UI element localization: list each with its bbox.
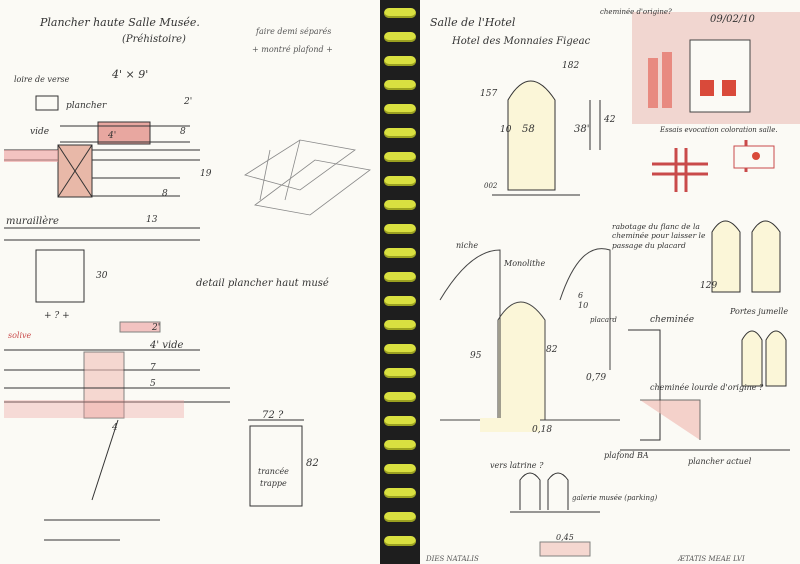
dim-82-right: 82 xyxy=(546,345,558,355)
label-trappe: trappe xyxy=(260,479,287,488)
dim-72: 72 ? xyxy=(262,410,284,421)
color-study xyxy=(632,12,800,124)
spiral-ring xyxy=(384,248,416,258)
right-title1: Salle de l'Hotel xyxy=(430,16,516,29)
beam-section-sketch xyxy=(4,95,200,303)
dim-10b: 10 xyxy=(578,301,588,310)
label-rabotage: rabotage du flanc de la cheminée pour la… xyxy=(612,222,706,250)
label-solive: solive xyxy=(8,331,32,340)
label-portes: Portes jumelle xyxy=(729,307,788,316)
left-title: Plancher haute Salle Musée. xyxy=(39,16,200,29)
dim-6: 6 xyxy=(578,291,583,300)
spiral-ring xyxy=(384,272,416,282)
dim-8b: 8 xyxy=(162,189,168,199)
label-monolithe: Monolithe xyxy=(503,259,545,268)
date: 09/02/10 xyxy=(710,14,756,25)
spiral-ring xyxy=(384,152,416,162)
spiral-ring xyxy=(384,224,416,234)
caption-essais: Essais evocation coloration salle. xyxy=(659,126,778,134)
label-galerie: galerie musée (parking) xyxy=(572,494,657,502)
spiral-ring xyxy=(384,32,416,42)
dim-8a: 8 xyxy=(180,127,186,137)
left-subtitle: (Préhistoire) xyxy=(122,34,186,45)
label-plancher: plancher xyxy=(66,101,107,111)
dim-95: 95 xyxy=(470,351,482,361)
ceiling-detail-sketch xyxy=(4,321,230,541)
label-vide: vide xyxy=(30,127,49,137)
spiral-ring xyxy=(384,176,416,186)
perspective-sketch xyxy=(244,139,371,216)
room-perspective-sketch xyxy=(439,248,620,432)
gallery-sketch xyxy=(510,472,600,557)
dim-38: 38' xyxy=(574,124,589,135)
spiral-ring xyxy=(384,464,416,474)
dim-2b: 2' xyxy=(151,323,160,333)
dim-4b: 4 xyxy=(111,423,118,433)
dim-42: 42 xyxy=(603,115,616,125)
label-cheminee-origine: cheminée d'origine? xyxy=(600,8,672,16)
spiral-ring xyxy=(384,296,416,306)
spiral-ring xyxy=(384,416,416,426)
right-title2: Hotel des Monnaies Figeac xyxy=(451,36,591,47)
label-poutre: loire de verse xyxy=(14,75,70,84)
spiral-ring xyxy=(384,200,416,210)
spiral-rings xyxy=(380,0,420,564)
spiral-ring xyxy=(384,368,416,378)
spiral-ring xyxy=(384,488,416,498)
label-vers-latrine: vers latrine ? xyxy=(490,461,544,470)
spiral-ring xyxy=(384,104,416,114)
note-top: faire demi séparés xyxy=(255,27,331,36)
dim-2: 2' xyxy=(183,97,192,107)
dim-section: 4' × 9' xyxy=(111,68,148,81)
trappe-sketch xyxy=(248,419,304,507)
right-footer: ÆTATIS MEAE LVI xyxy=(677,555,745,563)
question-mark: + ? + xyxy=(44,311,70,321)
dim-002: 002 xyxy=(484,182,498,190)
note-detail: detail plancher haut musé xyxy=(196,278,329,289)
spiral-ring xyxy=(384,320,416,330)
dim-10: 10 xyxy=(500,125,512,135)
dim-4: 4' xyxy=(107,131,116,141)
note-sub: + montré plafond + xyxy=(252,45,333,54)
label-rabotage-wrapper: rabotage du flanc de la cheminée pour la… xyxy=(612,222,706,250)
dim-157: 157 xyxy=(480,89,497,99)
dim-vide: 4' vide xyxy=(149,340,184,351)
dim-129: 129 xyxy=(700,281,717,291)
spiral-ring xyxy=(384,80,416,90)
dim-079: 0,79 xyxy=(586,373,606,383)
dim-018: 0,18 xyxy=(532,425,552,435)
label-trance: trancée xyxy=(258,467,289,476)
dim-5: 5 xyxy=(150,379,156,389)
dim-58: 58 xyxy=(522,124,535,135)
spiral-ring xyxy=(384,8,416,18)
dim-13: 13 xyxy=(146,215,158,225)
spiral-ring xyxy=(384,128,416,138)
label-plancher-actuel: plancher actuel xyxy=(688,457,752,466)
dim-82: 82 xyxy=(306,458,319,469)
dim-19: 19 xyxy=(200,169,212,179)
cross-motifs xyxy=(652,140,775,192)
spiral-ring xyxy=(384,440,416,450)
spiral-ring xyxy=(384,344,416,354)
spiral-ring xyxy=(384,512,416,522)
left-page xyxy=(0,0,398,564)
dim-30: 30 xyxy=(96,271,108,281)
door-arch-sketch xyxy=(492,80,601,196)
dim-182: 182 xyxy=(562,61,579,71)
label-cheminee-lourde: cheminée lourde d'origine ? xyxy=(650,383,764,392)
dim-7: 7 xyxy=(150,363,156,373)
label-muraillere: muraillère xyxy=(6,216,59,227)
left-footer: DIES NATALIS xyxy=(425,555,479,563)
spiral-ring xyxy=(384,56,416,66)
label-cheminee: cheminée xyxy=(650,314,694,325)
label-niche: niche xyxy=(456,241,478,250)
label-plafond: plafond BA xyxy=(604,451,649,460)
twin-doors-sketch xyxy=(711,220,787,387)
spiral-ring xyxy=(384,536,416,546)
chimney-sketch xyxy=(620,329,790,451)
dim-045: 0,45 xyxy=(556,533,574,542)
label-placard: placard xyxy=(590,316,617,324)
spiral-ring xyxy=(384,392,416,402)
